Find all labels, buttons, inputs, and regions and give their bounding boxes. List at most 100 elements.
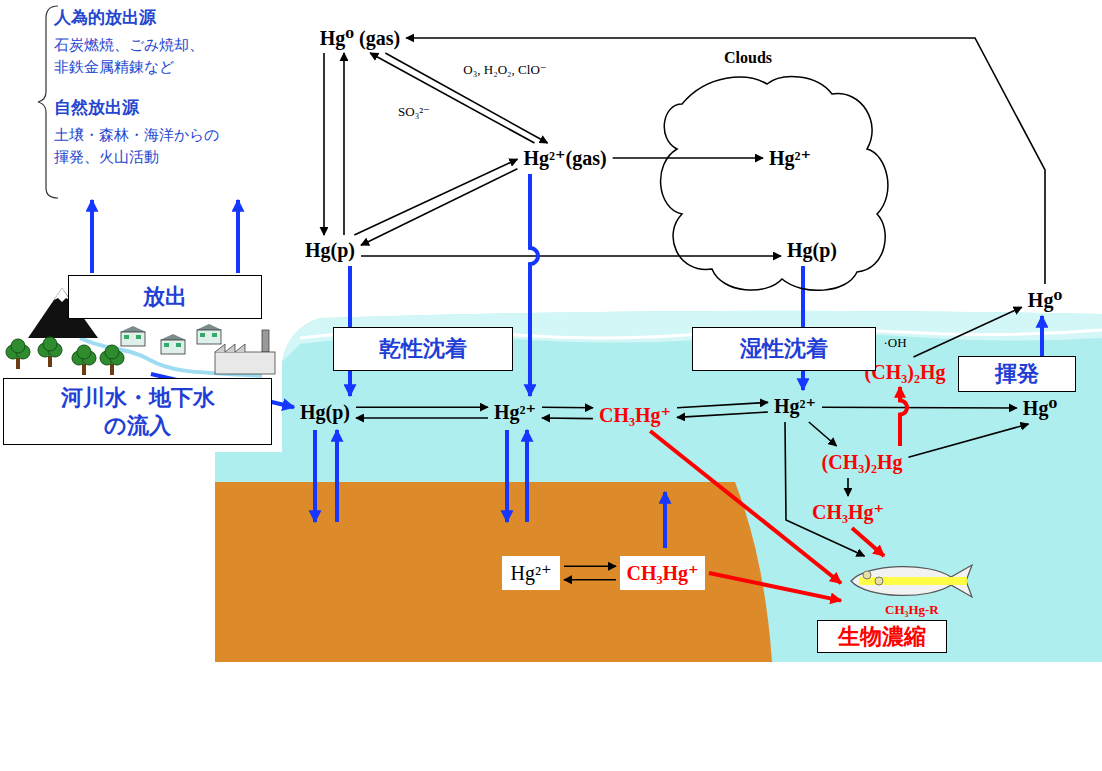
species-label: Hg²⁺ — [492, 400, 538, 424]
reaction-arrow — [564, 579, 616, 581]
species-node: Hg(p) — [785, 238, 839, 262]
water — [215, 311, 1102, 662]
species-node: Hg²⁺ — [767, 146, 813, 170]
reaction-arrow — [356, 406, 488, 408]
reaction-arrow — [809, 422, 837, 446]
methylmercury-arrow — [900, 387, 907, 446]
source-note: 土壌・森林・海洋からの揮発、火山活動 — [54, 124, 222, 168]
species-label: Hg⁰ — [1021, 396, 1059, 420]
reagent-label-box: O₃, H₂O₂, ClO⁻ — [461, 62, 548, 78]
species-label: Hg(p) — [298, 400, 352, 424]
settling-arrow — [505, 430, 509, 522]
process-label: 湿性沈着 — [740, 335, 828, 363]
species-label: Hg⁰ (gas) — [318, 26, 402, 50]
reaction-arrow — [613, 157, 763, 159]
process-box: 生物濃縮 — [817, 620, 947, 654]
note-block: 石炭燃焼、ごみ焼却、非鉄金属精錬など — [54, 34, 207, 78]
reagent-label-box: ·OH — [881, 335, 908, 351]
emission-arrow — [236, 200, 240, 273]
species-label: CH₃Hg⁺ — [597, 403, 673, 427]
species-node: Hg²⁺ — [492, 400, 538, 424]
flux-arrow — [530, 174, 538, 396]
cloud-outline — [661, 77, 888, 291]
fish-body — [851, 565, 972, 597]
reaction-arrow — [406, 38, 1045, 284]
cloud-outline — [652, 44, 892, 296]
emission-arrow — [90, 200, 94, 273]
tree — [100, 345, 124, 375]
resuspension-arrow — [525, 430, 529, 522]
species-label: CH₃Hg⁺ — [626, 561, 698, 585]
reaction-arrow — [677, 412, 768, 417]
reaction-arrow — [542, 417, 593, 419]
reagent-label-box: SO₃²⁻ — [396, 104, 432, 120]
reaction-arrow — [361, 169, 517, 245]
species-node: CH₃Hg⁺ — [810, 500, 886, 524]
resuspension-arrow — [335, 430, 339, 522]
reaction-arrow — [356, 417, 488, 419]
fish-band — [859, 577, 967, 585]
tree — [72, 345, 96, 375]
reaction-arrow — [677, 402, 768, 407]
species-node: Hg⁰ (gas) — [318, 26, 402, 50]
process-box: 揮発 — [958, 356, 1076, 392]
species-label: CH₃Hg⁺ — [810, 500, 886, 524]
species-label: (CH₃)₂Hg — [820, 450, 905, 474]
fish-figure: CH₃Hg-R — [845, 560, 975, 618]
process-label: 生物濃縮 — [838, 623, 926, 651]
species-label: Hg²⁺ — [511, 561, 552, 585]
reaction-arrow — [822, 406, 1017, 408]
species-label: Hg(p) — [785, 238, 839, 262]
reaction-arrow — [354, 159, 517, 235]
house — [160, 334, 186, 354]
sediment — [215, 482, 772, 662]
process-box: 河川水・地下水の流入 — [3, 378, 272, 445]
source-note: 石炭燃焼、ごみ焼却、非鉄金属精錬など — [54, 34, 207, 78]
process-box: 湿性沈着 — [692, 327, 876, 371]
species-label: Hg²⁺(gas) — [521, 146, 608, 170]
species-node: Hg⁰ — [1026, 288, 1064, 312]
methylmercury-arrow — [709, 573, 841, 601]
factory — [215, 330, 275, 374]
reagent-label: SO₃²⁻ — [396, 104, 432, 120]
reagent-label: O₃, H₂O₂, ClO⁻ — [461, 62, 548, 78]
process-label: 放出 — [143, 283, 187, 311]
fish-eye — [863, 571, 871, 579]
release-arrow — [663, 492, 667, 548]
reagent-label: ·OH — [881, 335, 908, 351]
species-node: (CH₃)₂Hg — [820, 450, 905, 474]
tree — [38, 337, 62, 367]
fish-gill — [875, 577, 883, 585]
methylmercury-arrow — [852, 528, 884, 556]
species-label: Hg²⁺ — [772, 394, 818, 418]
reaction-arrow — [323, 53, 325, 235]
species-node: Hg(p) — [303, 238, 357, 262]
species-label: Hg(p) — [303, 238, 357, 262]
process-label: 河川水・地下水の流入 — [59, 384, 215, 439]
species-node: Hg²⁺(gas) — [521, 146, 608, 170]
connector-group — [151, 38, 1045, 601]
note-block: 人為的放出源 — [54, 6, 156, 28]
tree — [6, 339, 30, 369]
reaction-arrow — [908, 424, 1028, 457]
process-label: 乾性沈着 — [379, 335, 467, 363]
cloud-shape: CloudsHg²⁺ Hg(p) — [652, 44, 892, 296]
sediment-box: CH₃Hg⁺ — [620, 556, 705, 590]
reaction-arrow — [542, 406, 593, 408]
process-box: 乾性沈着 — [333, 327, 513, 371]
species-node: Hg²⁺ — [772, 394, 818, 418]
reaction-arrow — [847, 478, 849, 496]
reaction-arrow — [361, 255, 781, 257]
species-label: Hg⁰ — [1026, 288, 1064, 312]
house — [120, 326, 146, 346]
cloud-title: Clouds — [724, 48, 772, 68]
reaction-arrow — [913, 307, 1021, 357]
note-block: 土壌・森林・海洋からの揮発、火山活動 — [54, 124, 222, 168]
process-label: 揮発 — [995, 360, 1039, 388]
source-heading: 人為的放出源 — [54, 6, 156, 28]
sediment-box: Hg²⁺ — [502, 556, 560, 590]
reaction-arrow — [343, 53, 345, 235]
species-node: Hg(p) — [298, 400, 352, 424]
process-box: 放出 — [68, 275, 262, 319]
